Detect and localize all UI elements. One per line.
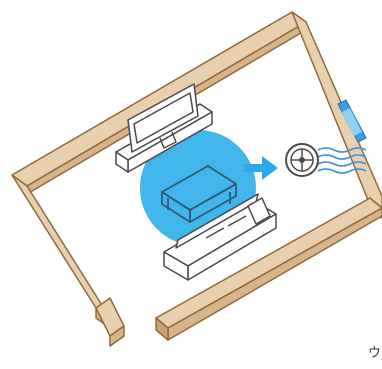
ceiling-fan-icon <box>286 144 318 176</box>
wall-right <box>292 12 382 210</box>
caption-label: ウ <box>368 342 381 361</box>
wall-left <box>12 175 110 318</box>
